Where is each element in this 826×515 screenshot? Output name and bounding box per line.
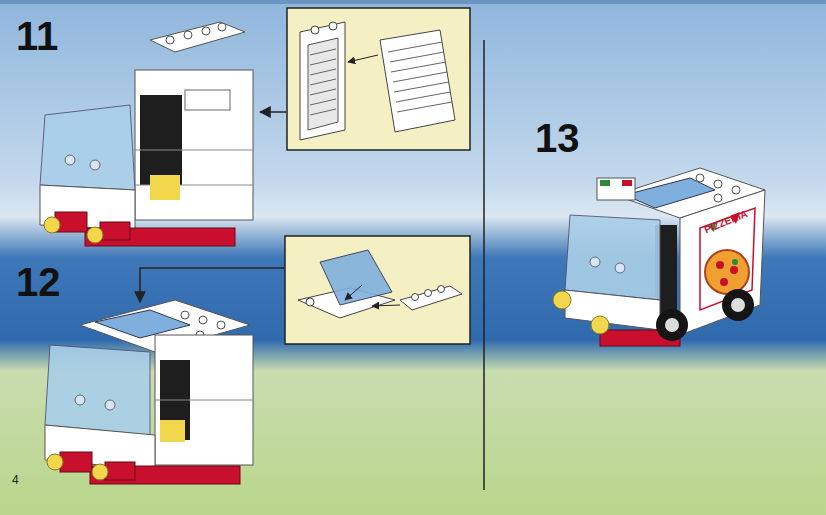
page-number: 4 bbox=[12, 474, 19, 486]
step-number: 12 bbox=[16, 262, 61, 302]
assembly-arrow bbox=[260, 111, 286, 113]
divider-line bbox=[483, 40, 485, 490]
step-number: 13 bbox=[535, 118, 580, 158]
truck-model bbox=[40, 22, 253, 246]
step-number: 11 bbox=[16, 16, 58, 56]
callout-inset bbox=[285, 236, 470, 344]
top-band bbox=[0, 0, 826, 4]
truck-model bbox=[553, 168, 765, 346]
assembly-arrow bbox=[140, 268, 284, 302]
truck-model bbox=[45, 300, 253, 484]
callout-inset bbox=[287, 8, 470, 150]
